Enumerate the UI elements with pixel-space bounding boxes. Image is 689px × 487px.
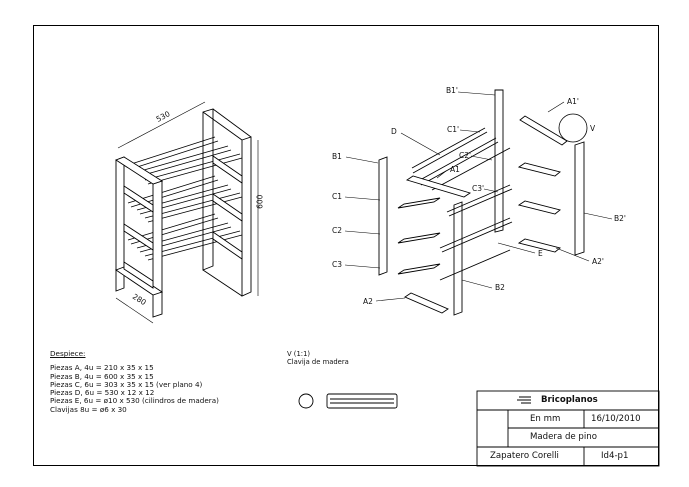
title-block-project: Zapatero Corelli: [490, 451, 559, 461]
callout-b1: B1: [332, 152, 342, 161]
callout-a2: A2: [363, 297, 373, 306]
parts-list-line: Piezas B, 4u = 600 x 35 x 15: [50, 371, 154, 381]
detail-title: V (1:1): [287, 350, 311, 358]
parts-list-line: Piezas D, 6u = 530 x 12 x 12: [50, 388, 155, 398]
title-block-sheet: Id4-p1: [601, 451, 629, 461]
callout-c2-prime: C2': [459, 151, 472, 160]
callout-d: D: [391, 127, 397, 136]
callout-c1-prime: C1': [447, 125, 460, 134]
callout-c3-prime: C3': [472, 184, 485, 193]
exploded-view: [344, 89, 613, 316]
callout-a1: A1: [450, 165, 460, 174]
callout-e: E: [538, 249, 543, 258]
callout-b2-prime: B2': [614, 214, 626, 223]
callout-c1: C1: [332, 192, 343, 201]
callout-c3: C3: [332, 260, 343, 269]
parts-list: Despiece: Piezas A, 4u = 210 x 35 x 15 P…: [50, 349, 219, 414]
callout-b1-prime: B1': [446, 86, 458, 95]
dowel-detail: [298, 393, 398, 409]
dimension-height: 600: [255, 194, 265, 209]
parts-list-line: Piezas A, 4u = 210 x 35 x 15: [50, 363, 154, 373]
callout-a2-prime: A2': [592, 257, 604, 266]
title-block-brand: Bricoplanos: [541, 395, 598, 405]
title-block-units: En mm: [530, 414, 561, 424]
title-block-material: Madera de pino: [530, 432, 597, 442]
title-block-grid: [476, 390, 660, 467]
parts-list-line: Piezas E, 6u = ø10 x 530 (cilindros de m…: [50, 396, 219, 406]
callout-c2: C2: [332, 226, 343, 235]
parts-list-title: Despiece:: [50, 349, 86, 358]
parts-list-line: Piezas C, 6u = 303 x 35 x 15 (ver plano …: [50, 379, 203, 389]
assembled-rack-view: [115, 101, 259, 324]
callout-v: V: [590, 124, 596, 133]
drawing-sheet-border: [33, 25, 659, 466]
title-block-date: 16/10/2010: [591, 414, 641, 424]
callout-b2: B2: [495, 283, 505, 292]
parts-list-line: Clavijas 8u = ø6 x 30: [50, 404, 127, 414]
callout-a1-prime: A1': [567, 97, 579, 106]
detail-caption: V (1:1) Clavija de madera: [287, 350, 349, 366]
detail-subtitle: Clavija de madera: [287, 358, 349, 366]
